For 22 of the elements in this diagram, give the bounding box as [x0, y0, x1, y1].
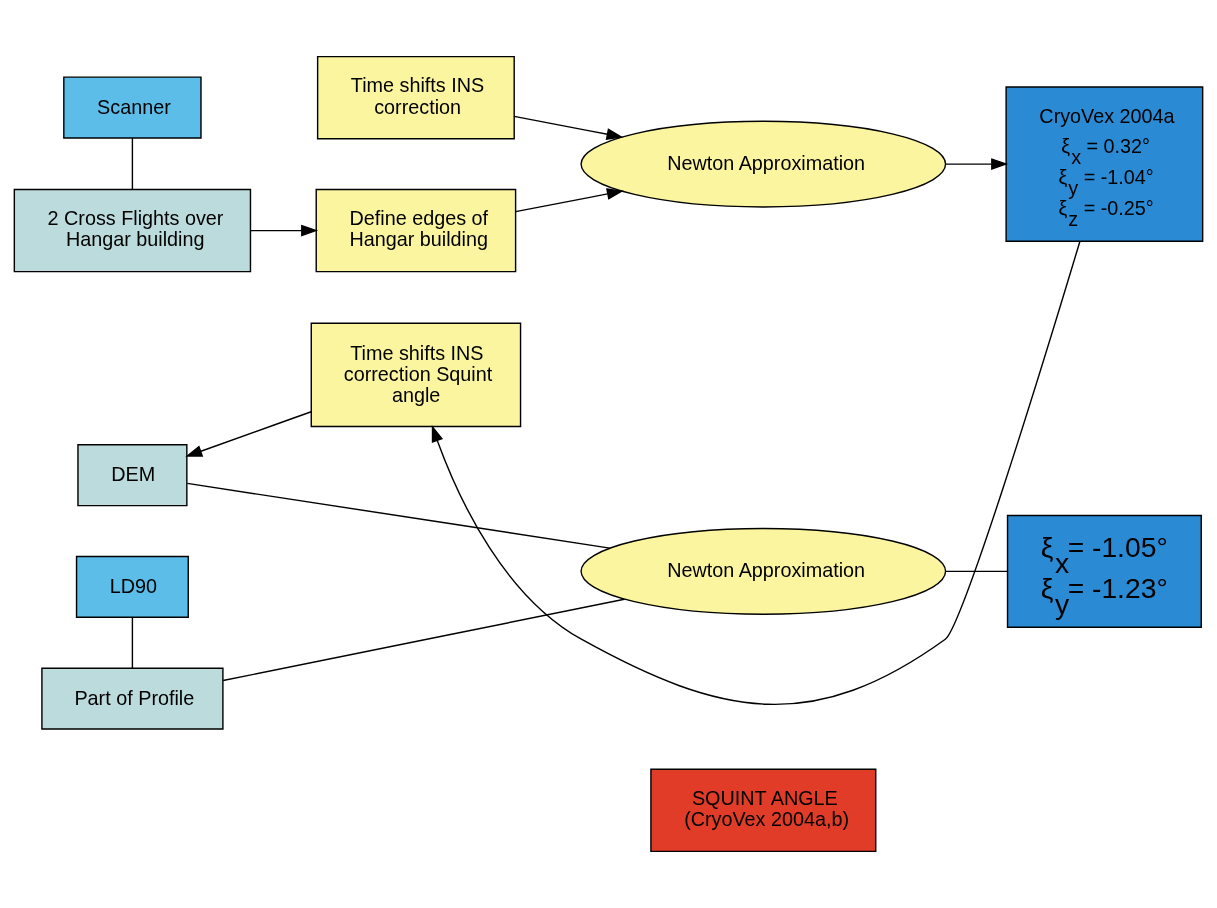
arrow: [250, 224, 319, 237]
connector: [131, 137, 134, 190]
node-box: Time shifts INS correction: [316, 55, 515, 140]
node-ellipse: Newton Approximation: [580, 527, 947, 615]
connector: [222, 598, 626, 682]
connector: [131, 616, 134, 669]
arrow: [514, 188, 624, 213]
connector: [945, 570, 1008, 573]
node-box: Time shifts INS correction Squint angle: [310, 322, 522, 428]
arrow: [945, 158, 1009, 171]
arrow: [185, 411, 312, 457]
node-box: SQUINT ANGLE (CryoVex 2004a,b): [650, 768, 877, 853]
node-box: Scanner: [63, 76, 202, 139]
connector: [186, 482, 611, 549]
node-ellipse: Newton Approximation: [580, 120, 947, 208]
node-box: 2 Cross Flights over Hangar building: [13, 188, 252, 273]
node-box: LD90: [75, 555, 189, 619]
node-box: DEM: [77, 444, 188, 507]
node-box: Define edges of Hangar building: [315, 188, 517, 273]
arrow: [513, 115, 624, 141]
node-box: Part of Profile: [41, 667, 224, 730]
arrow: [431, 240, 1081, 705]
